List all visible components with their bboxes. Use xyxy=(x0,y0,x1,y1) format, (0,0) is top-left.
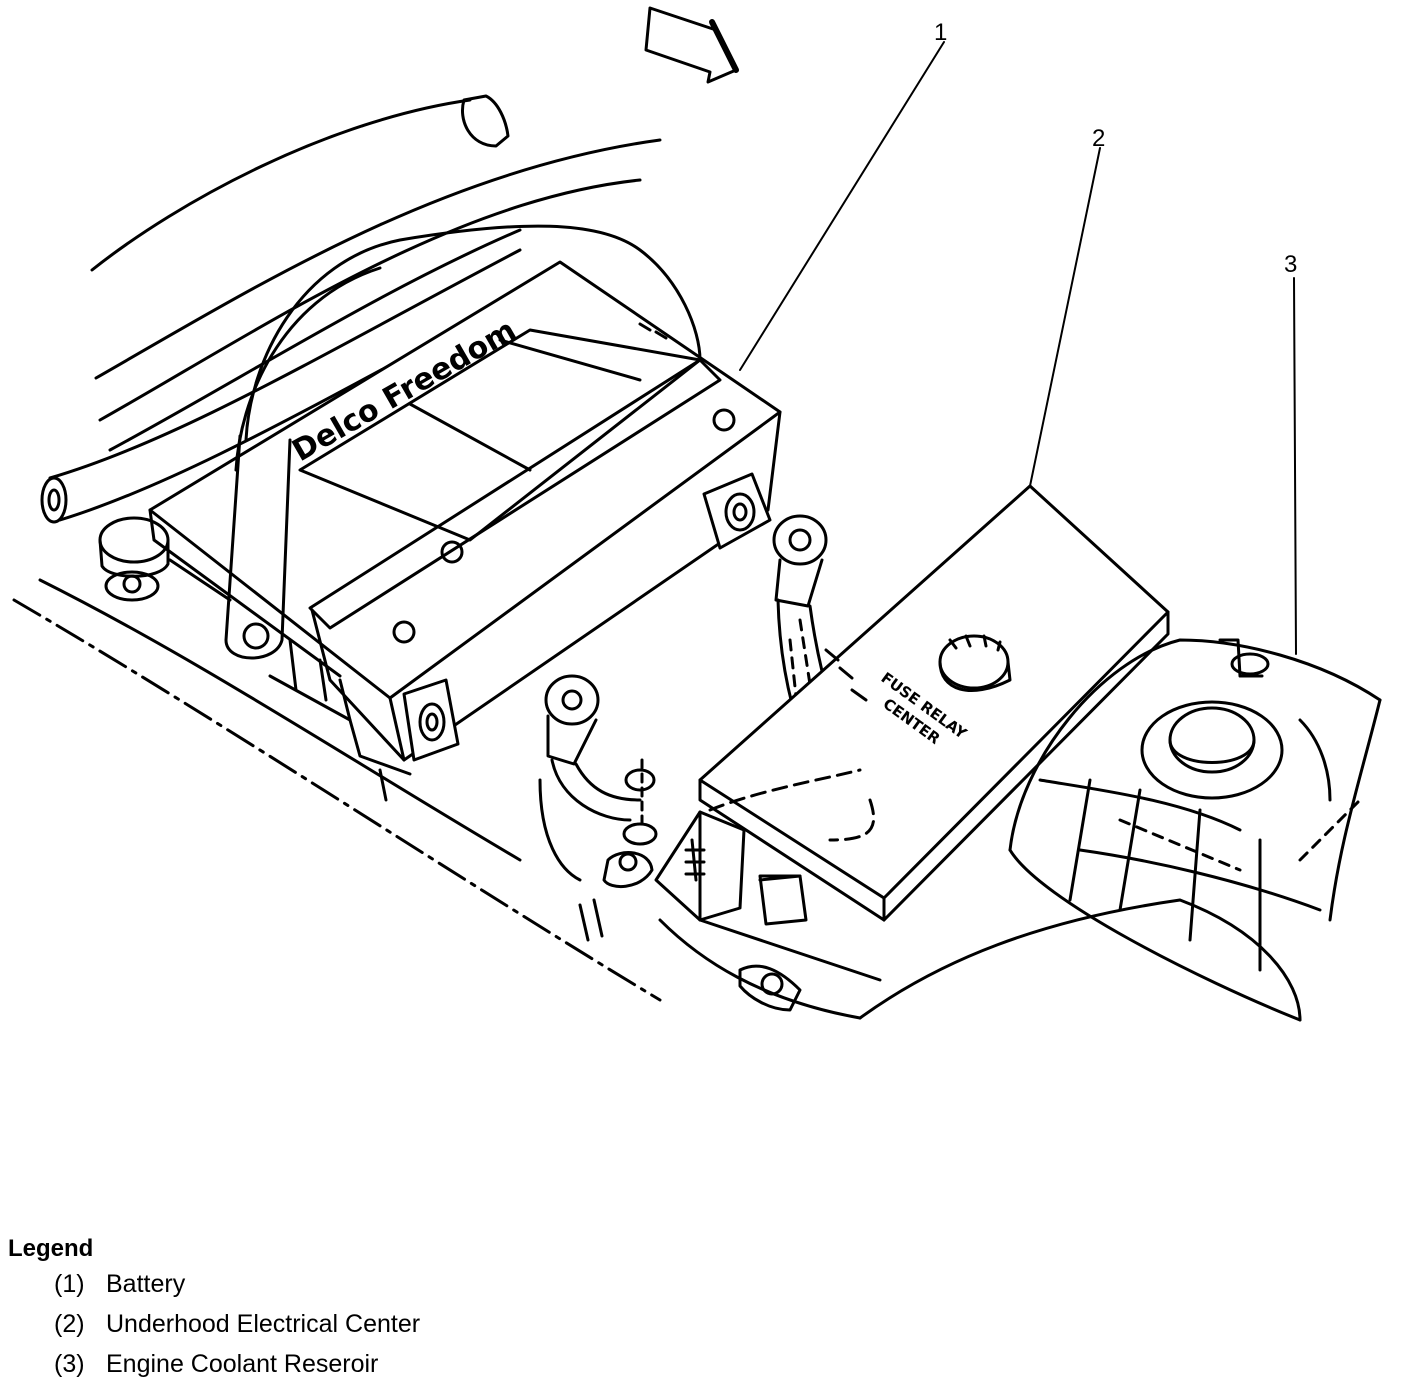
legend-item-underhood-electrical-center: (2) Underhood Electrical Center xyxy=(8,1304,708,1344)
leader-lines xyxy=(739,41,1297,655)
cowl-outline xyxy=(90,94,662,452)
legend-title: Legend xyxy=(8,1235,94,1262)
coolant-reservoir-illustration xyxy=(1008,638,1382,1022)
callout-1: 1 xyxy=(934,19,947,46)
bay-rails xyxy=(12,578,1302,1022)
legend-item-engine-coolant-reservoir: (3) Engine Coolant Reseroir xyxy=(8,1344,708,1384)
legend-item-number: (3) xyxy=(54,1350,85,1378)
legend-item-number: (1) xyxy=(54,1270,85,1298)
negative-cable xyxy=(538,674,658,889)
hold-down-knob xyxy=(98,516,170,602)
legend: Legend (1) Battery (2) Underhood Electrica… xyxy=(8,1234,708,1384)
legend-item-label: Battery xyxy=(106,1270,186,1298)
fuse-relay-center-illustration xyxy=(698,484,1170,926)
direction-arrow-icon xyxy=(644,6,739,84)
callout-2: 2 xyxy=(1092,125,1105,152)
mounting-bracket xyxy=(654,810,882,1012)
legend-item-battery: (1) Battery xyxy=(8,1264,708,1304)
legend-item-number: (2) xyxy=(54,1310,85,1338)
component-locator-diagram: Delco Freedom xyxy=(12,6,1382,1022)
callout-3: 3 xyxy=(1284,251,1297,278)
legend-item-label: Engine Coolant Reseroir xyxy=(106,1350,379,1378)
battery-illustration xyxy=(148,224,782,776)
legend-item-label: Underhood Electrical Center xyxy=(106,1310,421,1338)
